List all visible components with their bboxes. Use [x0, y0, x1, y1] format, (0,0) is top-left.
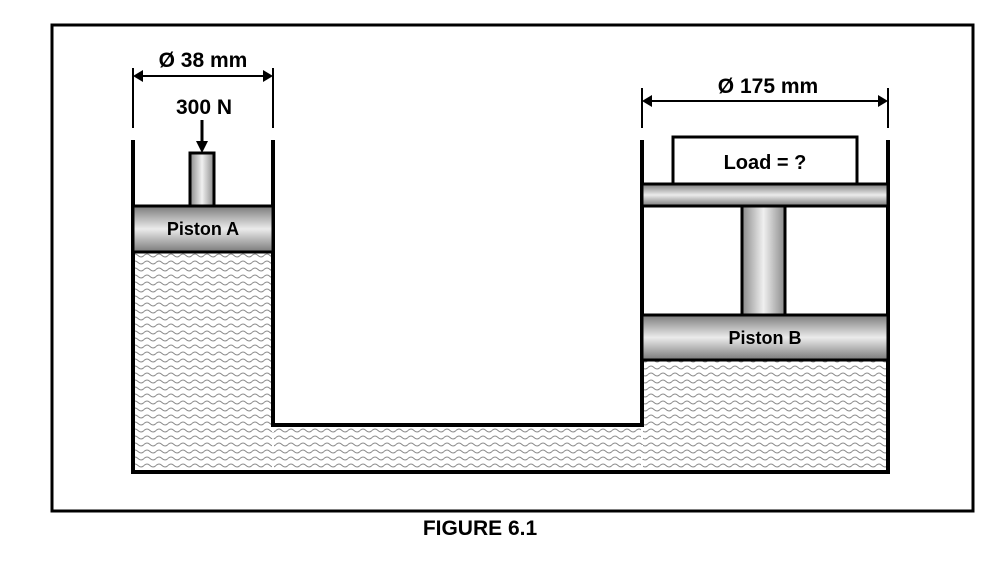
force-arrow-head: [196, 141, 208, 153]
dimension-b-arrow-right: [878, 95, 888, 107]
figure-caption: FIGURE 6.1: [422, 517, 538, 540]
piston-b-rod: [740, 204, 787, 317]
dimension-b-arrow-left: [642, 95, 652, 107]
fluid-right-cylinder: [642, 360, 888, 472]
vessel-outline: [131, 140, 890, 474]
load-label: Load = ?: [724, 152, 807, 174]
fluid-left-cylinder: [133, 252, 273, 472]
diameter-b-label: Ø 175 mm: [718, 75, 818, 98]
load-platform: [640, 182, 890, 208]
vessel-inner-wall: [271, 140, 644, 427]
piston-a: [131, 204, 275, 254]
dimension-a-arrow-left: [133, 70, 143, 82]
load-box: [671, 135, 859, 186]
piston-a-label: Piston A: [167, 219, 239, 239]
piston-a-rod: [188, 151, 216, 208]
piston-b-label: Piston B: [728, 328, 801, 348]
fluid-channel: [273, 427, 642, 472]
diameter-a-label: Ø 38 mm: [159, 49, 248, 72]
dimension-a-arrow-right: [263, 70, 273, 82]
force-a-label: 300 N: [176, 96, 232, 119]
